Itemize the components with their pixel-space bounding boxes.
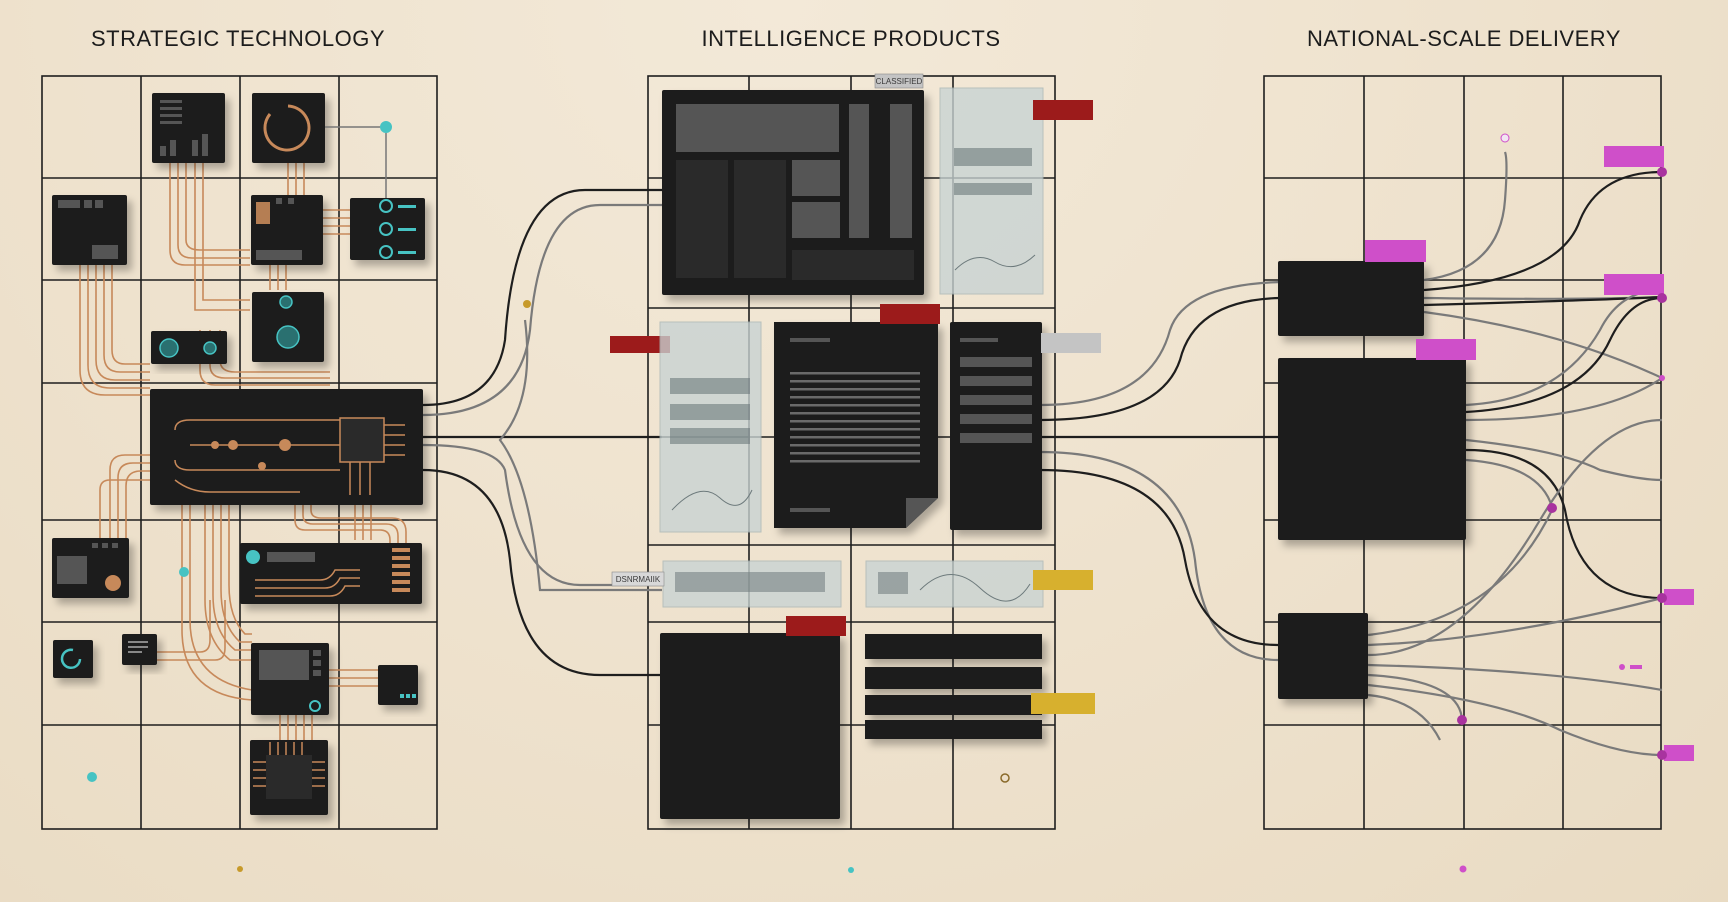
teal-dot — [848, 867, 854, 873]
teal-node — [179, 567, 189, 577]
product-archive-block — [660, 633, 840, 819]
red-tag — [610, 336, 670, 353]
section-title-national-scale-delivery: NATIONAL-SCALE DELIVERY — [1307, 26, 1621, 51]
section-title-strategic-technology: STRATEGIC TECHNOLOGY — [90, 26, 385, 51]
tech-module-controller — [240, 543, 422, 604]
product-stacked-bars — [865, 634, 1042, 739]
product-glass-strip-left — [662, 560, 842, 608]
teal-node — [380, 121, 392, 133]
tech-module-pill — [151, 331, 227, 364]
tech-module-bar-chart — [152, 93, 225, 163]
connector-lines — [422, 188, 1281, 677]
gold-dot — [523, 300, 531, 308]
product-glass-sheet-top — [939, 87, 1044, 295]
product-glass-sheet-mid — [659, 321, 762, 533]
tech-module-camera — [52, 538, 129, 598]
fanout-lines — [1367, 151, 1663, 757]
product-glass-strip-right — [865, 560, 1044, 608]
classified-label: CLASSIFIED — [876, 77, 923, 86]
delivery-hub-main — [1278, 358, 1466, 540]
yellow-tag — [1031, 693, 1095, 714]
magenta-endpoints — [1457, 133, 1694, 873]
red-tag — [786, 616, 846, 636]
tech-module-screen — [251, 643, 329, 715]
tech-module-sensors — [350, 198, 425, 260]
dsnrmaiik-tag: DSNRMAIIK — [611, 571, 665, 587]
product-dashboard — [662, 90, 924, 295]
tech-module-ring — [252, 93, 325, 163]
classified-tag: CLASSIFIED — [874, 73, 924, 89]
magenta-tag — [1365, 240, 1426, 262]
product-list-panel — [950, 322, 1042, 530]
yellow-tag — [1033, 570, 1093, 590]
tech-module-processor — [251, 195, 323, 265]
magenta-tag — [1416, 339, 1476, 360]
red-tag — [1033, 100, 1093, 120]
tech-module-dial — [53, 640, 93, 678]
teal-node — [87, 772, 97, 782]
tech-module-display — [52, 195, 127, 265]
gold-dot — [237, 866, 243, 872]
gray-tag — [1041, 333, 1101, 353]
red-tag — [880, 304, 940, 324]
delivery-hub-bottom — [1278, 613, 1368, 699]
section-title-intelligence-products: INTELLIGENCE PRODUCTS — [701, 26, 1001, 51]
tech-module-lens — [252, 292, 324, 362]
tech-module-doc-chip — [122, 634, 157, 665]
dsnrmaiik-label: DSNRMAIIK — [616, 575, 661, 584]
delivery-hub-top — [1278, 261, 1424, 336]
tech-module-chip — [250, 740, 328, 815]
product-document — [774, 322, 938, 528]
gold-dot — [1000, 773, 1010, 783]
tech-mainboard — [150, 389, 423, 505]
tech-module-small — [378, 665, 418, 705]
